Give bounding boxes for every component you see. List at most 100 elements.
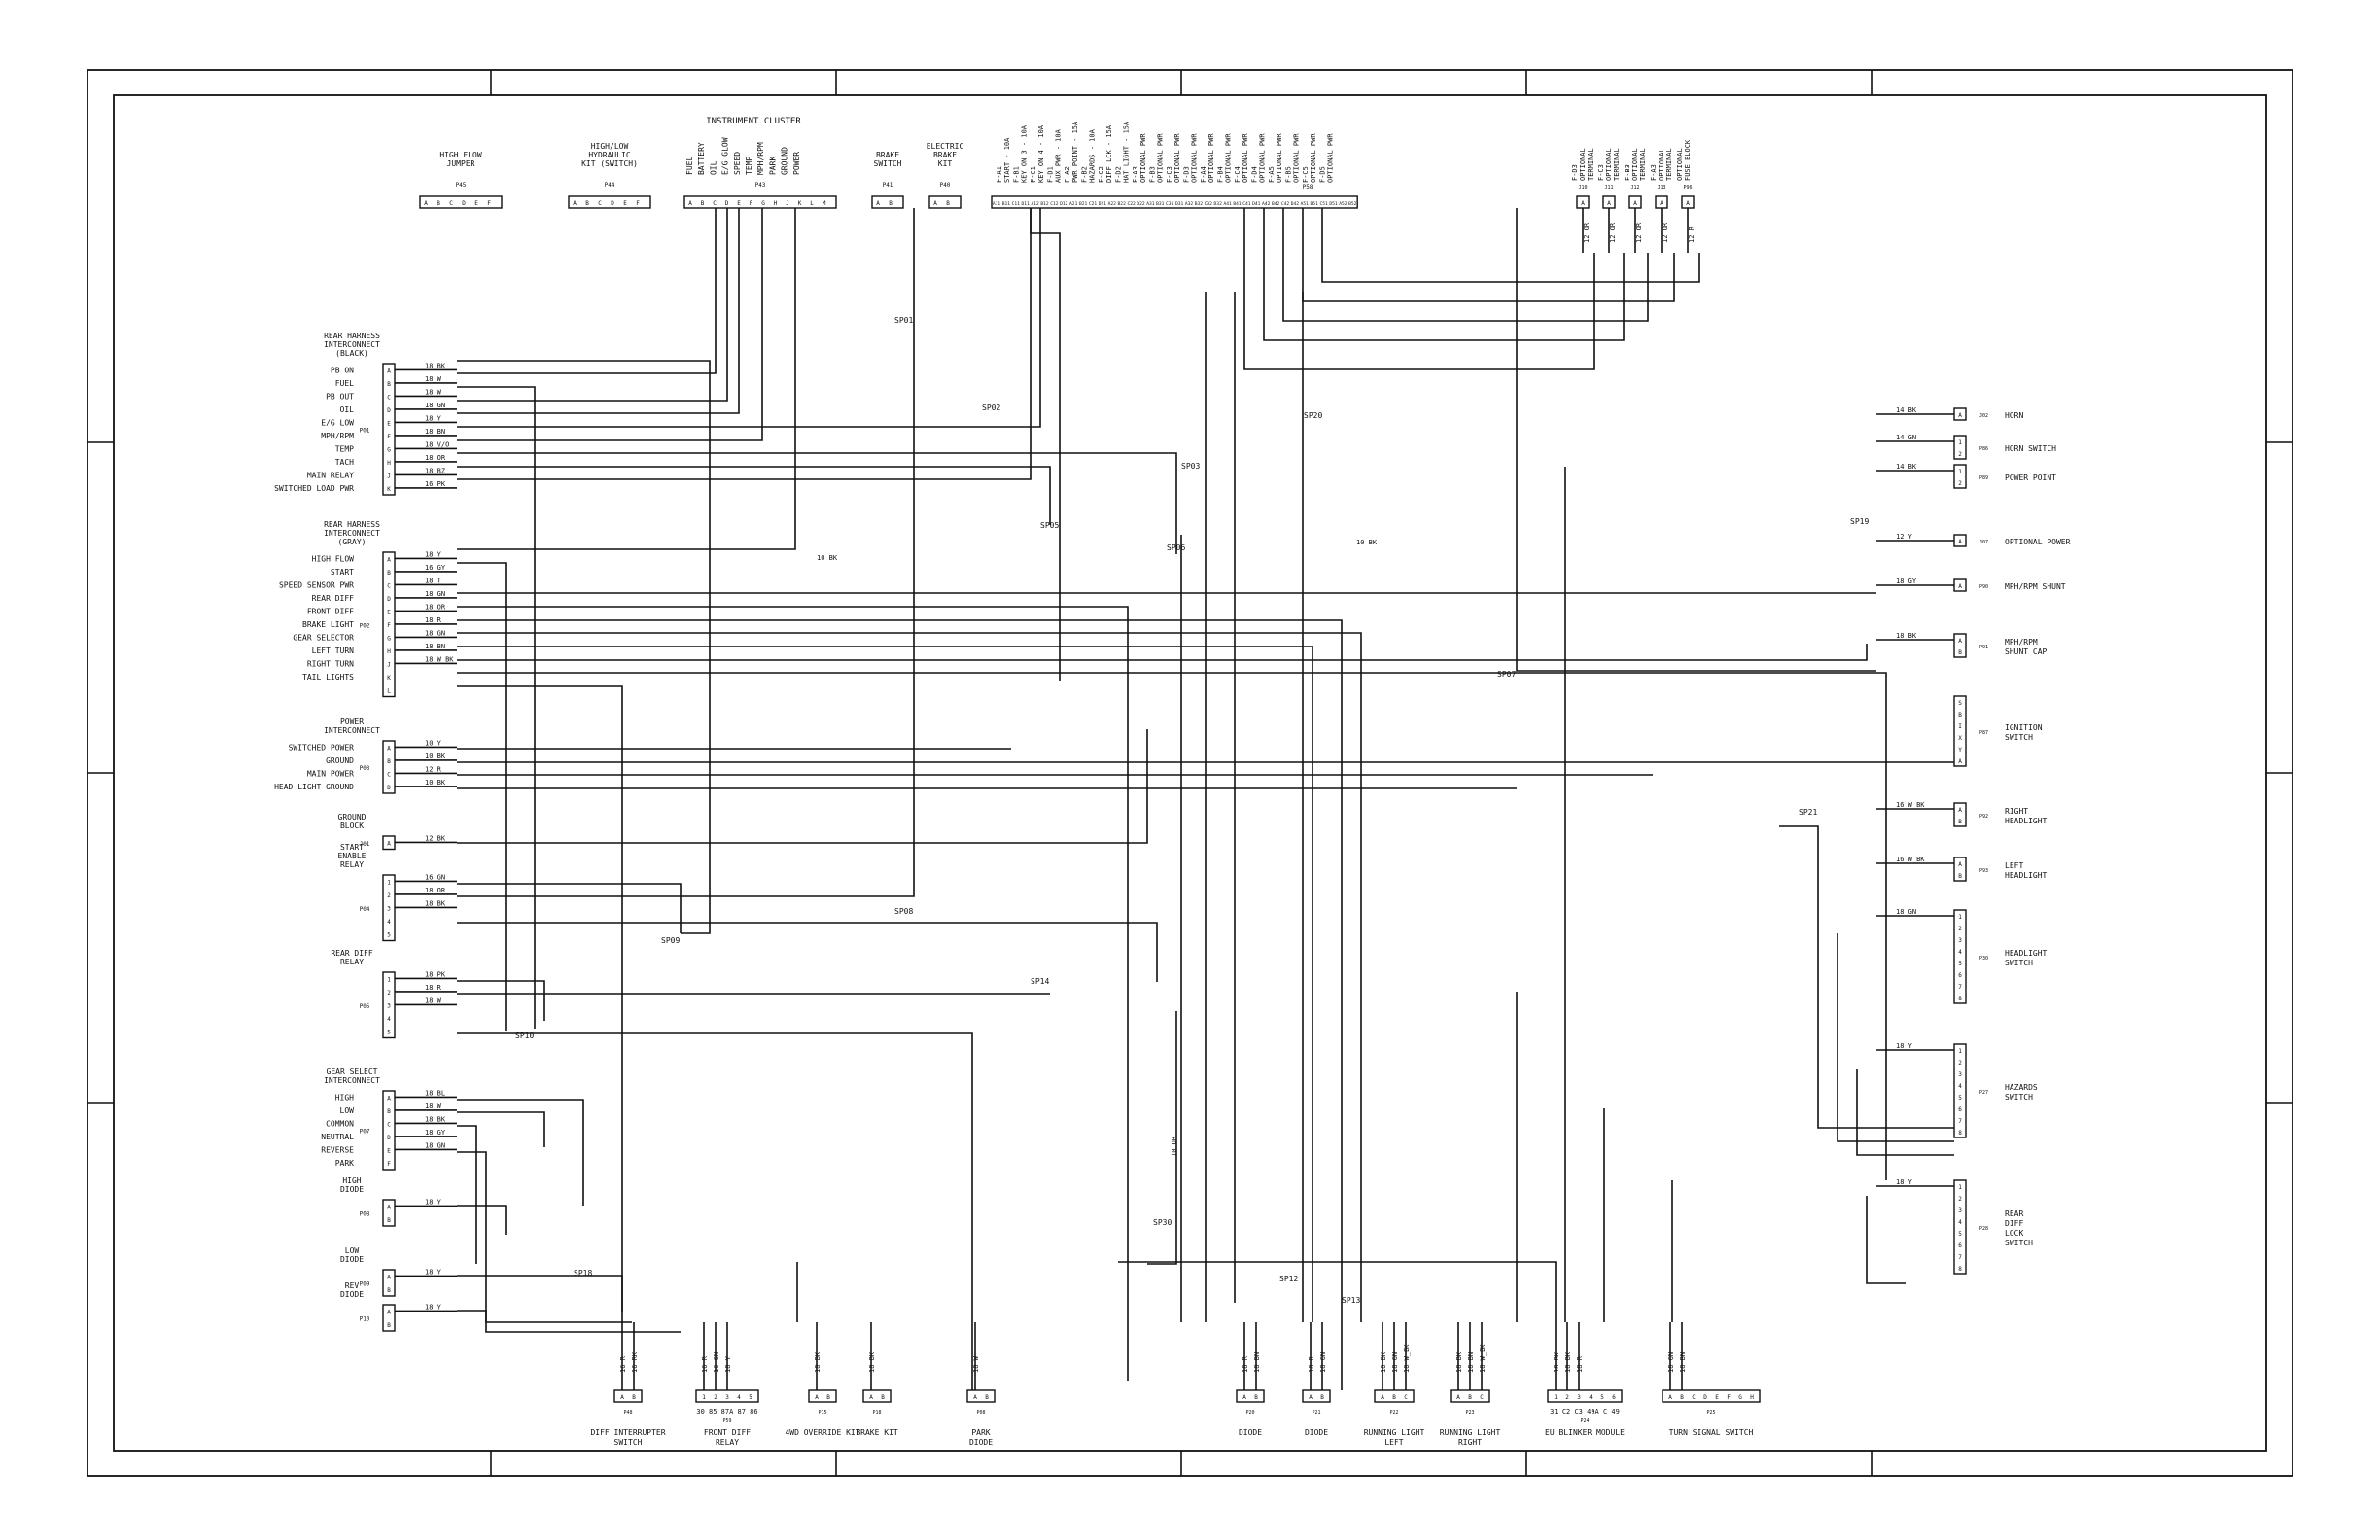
right-code: P92 [1979, 814, 1988, 820]
splice-sp06: SP06 [1167, 543, 1185, 552]
fuse-label-text: PWR POINT - 15A [1071, 121, 1079, 183]
wire-route [457, 208, 740, 414]
group-pin: F [387, 622, 391, 629]
fuse-cell: C32 [1205, 201, 1213, 207]
bottom-pin: C [1404, 1394, 1408, 1401]
signal-main-power: MAIN POWER [307, 769, 354, 778]
bottom-pin: C [1692, 1394, 1696, 1401]
right-wire-18-bk: 18 BK [1896, 632, 1917, 640]
p45-housing [419, 195, 503, 209]
fuse-cell: B51 [1311, 201, 1319, 207]
p44-pin: B [585, 200, 589, 207]
right-wire-12-y: 12 Y [1896, 533, 1913, 541]
group-pin: D [387, 407, 391, 414]
bottom-wire-16-r: 16 R [619, 1355, 627, 1373]
fuse-cell: C41 [1242, 201, 1251, 207]
fuse-label-text: OPTIONAL PWR [1276, 133, 1283, 183]
splice-sp03: SP03 [1181, 462, 1200, 471]
wire-18-gy: 18 GY [425, 1129, 446, 1137]
fuse-cell: A12 [1031, 201, 1039, 207]
bottom-label-diode: DIODE [1305, 1428, 1328, 1437]
right-pin: I [1958, 723, 1962, 730]
right-label-power-point: POWER POINT [2005, 473, 2056, 482]
wire-10-y: 10 Y [425, 739, 442, 747]
jumper-label: OPTIONAL [1605, 148, 1613, 181]
bottom-pin: B [1392, 1394, 1396, 1401]
splice-sp19: SP19 [1850, 517, 1869, 526]
right-code: P86 [1979, 446, 1988, 452]
group-pin: F [387, 1161, 391, 1168]
bottom-pin: 3 [1577, 1394, 1581, 1401]
bottom-wire-18-gn: 18 GN [1391, 1352, 1399, 1373]
fuse-cell: D22 [1137, 201, 1145, 207]
group-code: P10 [360, 1316, 370, 1323]
mid-wire-10-or: 10 OR [1171, 1136, 1178, 1157]
p45-pin: C [449, 200, 453, 207]
p43-pin: C [713, 200, 717, 207]
bottom-pin: B [826, 1394, 830, 1401]
group-title-rear-diff: REAR DIFF [331, 949, 373, 958]
group-code: P01 [360, 428, 370, 435]
bottom-pin: 1 [702, 1394, 706, 1401]
signal-left-turn: LEFT TURN [312, 647, 355, 655]
fuse-cell: B52 [1348, 201, 1357, 207]
fuse-cell: C21 [1089, 201, 1098, 207]
bottom-code: P24 [1580, 1418, 1589, 1424]
fuse-cell: C11 [1012, 201, 1021, 207]
bottom-housing-brake-kit [862, 1389, 892, 1403]
group-title-rear-harness: REAR HARNESS [324, 520, 380, 529]
fuse-label-text: OPTIONAL PWR [1208, 133, 1215, 183]
fuse-cell: A32 [1185, 201, 1194, 207]
group-housing-p03 [382, 740, 396, 794]
splice-sp01: SP01 [894, 316, 913, 325]
fuse-cell: C51 [1319, 201, 1328, 207]
bottom-pin: 3 [725, 1394, 729, 1401]
group-title-gear-select: GEAR SELECT [327, 1068, 378, 1076]
right-code: P87 [1979, 730, 1988, 736]
bottom-pin: 4 [737, 1394, 741, 1401]
signal-main-relay: MAIN RELAY [307, 471, 354, 479]
p44-title: HIGH/LOW [591, 142, 629, 151]
right-label-optional-power: OPTIONAL POWER [2005, 538, 2071, 546]
group-pin: 3 [387, 905, 391, 912]
right-code: J02 [1979, 413, 1988, 419]
wire-18-w-bk: 18 W_BK [425, 655, 454, 663]
bottom-wire-18-w-bk: 18 W_BK [1479, 1344, 1487, 1373]
fuse-label-id: F-C3 [1166, 166, 1173, 183]
fuse-cell: D31 [1175, 201, 1184, 207]
right-pin: 2 [1958, 451, 1962, 458]
fuse-cell: C31 [1166, 201, 1174, 207]
group-pin: F [387, 434, 391, 440]
right-label-lock: LOCK [2005, 1229, 2023, 1238]
p45-code: P45 [456, 182, 467, 189]
wire-route [1866, 1196, 1906, 1284]
bottom-label-diode: DIODE [969, 1438, 993, 1447]
splice-sp10: SP10 [515, 1032, 534, 1040]
fuse-label-text: KEY ON 4 - 10A [1037, 124, 1045, 183]
bottom-wire-18-w: 18 W [972, 1355, 980, 1373]
jumper-wire: 12 OR [1635, 222, 1643, 243]
jumper-label: OPTIONAL [1631, 148, 1639, 181]
group-pin: D [387, 1135, 391, 1141]
fuse-cell: B22 [1118, 201, 1127, 207]
bottom-code: P08 [976, 1410, 985, 1416]
signal-high: HIGH [335, 1093, 354, 1102]
group-title-interconnect: INTERCONNECT [324, 529, 380, 538]
bottom-wire-18-bn: 18 BN [1253, 1352, 1261, 1373]
bottom-code: P25 [1706, 1410, 1715, 1416]
p43-pin: D [725, 200, 729, 207]
fuse-label-text: HAZARDS - 10A [1089, 128, 1097, 183]
group-pin: A [387, 556, 391, 563]
p41-pin: B [889, 200, 892, 207]
p44-pin: D [611, 200, 614, 207]
right-pin: 7 [1958, 984, 1962, 991]
signal-common: COMMON [326, 1119, 354, 1128]
group-pin: A [387, 1204, 391, 1210]
group-pin: A [387, 840, 391, 847]
wire-route [457, 1099, 584, 1206]
group-pin: J [387, 472, 391, 479]
signal-start: START [331, 568, 354, 577]
group-code: P02 [360, 622, 370, 629]
